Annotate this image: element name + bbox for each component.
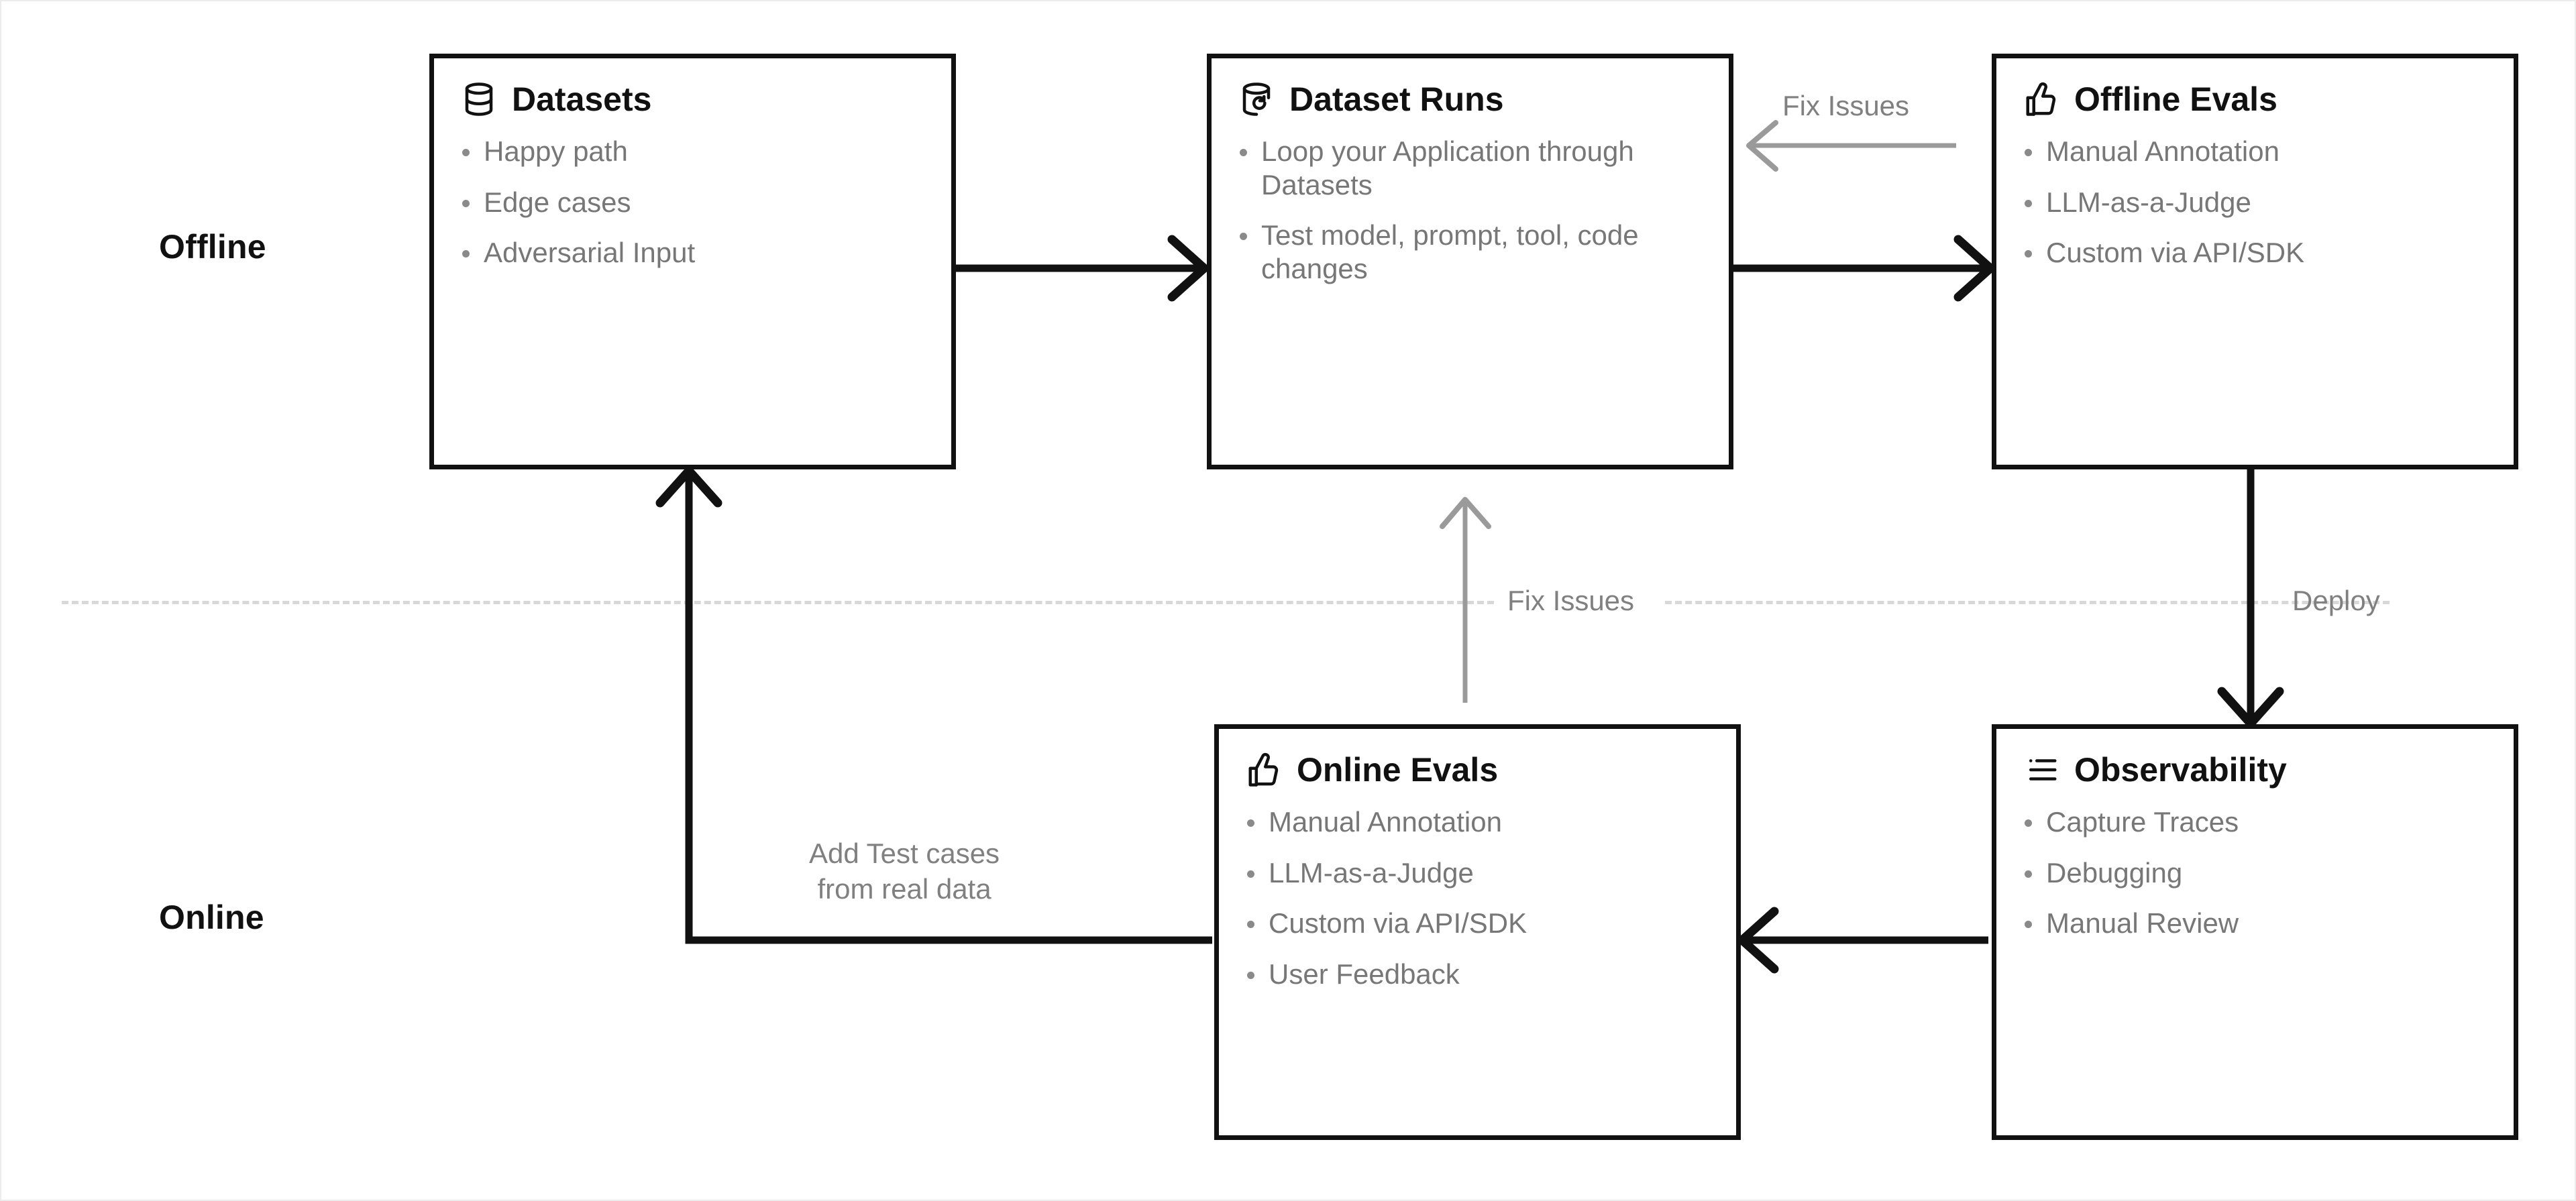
edge-label-fix-issues-top: Fix Issues: [1782, 90, 1910, 121]
node-dataset-runs-title: Dataset Runs: [1289, 80, 1504, 118]
node-observability-header: Observability: [1996, 729, 2514, 788]
node-datasets-title: Datasets: [512, 80, 652, 118]
node-online-evals-list: Manual Annotation LLM-as-a-Judge Custom …: [1219, 805, 1736, 990]
section-label-offline: Offline: [159, 228, 266, 266]
thumbs-up-icon: [2023, 81, 2059, 117]
list-item: Manual Annotation: [2025, 135, 2493, 168]
offline-online-divider-right: [1665, 601, 2390, 604]
list-item: Capture Traces: [2025, 805, 2493, 839]
node-dataset-runs-header: Dataset Runs: [1212, 58, 1729, 117]
list-item: Happy path: [462, 135, 931, 168]
list-item: Manual Review: [2025, 907, 2493, 940]
node-online-evals[interactable]: Online Evals Manual Annotation LLM-as-a-…: [1214, 724, 1741, 1140]
node-dataset-runs-list: Loop your Application through Datasets T…: [1212, 135, 1729, 285]
list-item: Debugging: [2025, 856, 2493, 890]
database-refresh-icon: [1238, 81, 1275, 117]
list-item: Custom via API/SDK: [1247, 907, 1716, 940]
edge-label-add-test-cases-line2: from real data: [817, 872, 991, 905]
node-offline-evals-header: Offline Evals: [1996, 58, 2514, 117]
edge-observability-to-online-evals: [1737, 907, 1988, 974]
edge-datasets-to-dataset-runs: [956, 235, 1209, 302]
node-online-evals-title: Online Evals: [1297, 751, 1499, 789]
list-item: Loop your Application through Datasets: [1240, 135, 1709, 201]
edge-label-add-test-cases: Add Test cases from real data: [809, 836, 1000, 907]
list-item: Manual Annotation: [1247, 805, 1716, 839]
database-icon: [461, 81, 497, 117]
list-item: Custom via API/SDK: [2025, 236, 2493, 270]
node-datasets-list: Happy path Edge cases Adversarial Input: [434, 135, 951, 270]
node-offline-evals-title: Offline Evals: [2074, 80, 2277, 118]
node-offline-evals[interactable]: Offline Evals Manual Annotation LLM-as-a…: [1992, 54, 2518, 469]
node-observability-list: Capture Traces Debugging Manual Review: [1996, 805, 2514, 940]
thumbs-up-icon: [1246, 752, 1282, 788]
offline-online-divider-left: [62, 601, 1494, 604]
list-item: LLM-as-a-Judge: [2025, 186, 2493, 219]
node-online-evals-header: Online Evals: [1219, 729, 1736, 788]
node-observability-title: Observability: [2074, 751, 2287, 789]
edge-offline-evals-to-dataset-runs: [1746, 120, 1956, 172]
edge-offline-evals-to-observability: [2217, 469, 2284, 728]
list-item: LLM-as-a-Judge: [1247, 856, 1716, 890]
section-label-online: Online: [159, 899, 264, 936]
list-item: User Feedback: [1247, 958, 1716, 991]
list-item: Adversarial Input: [462, 236, 931, 270]
node-dataset-runs[interactable]: Dataset Runs Loop your Application throu…: [1207, 54, 1733, 469]
list-item: Edge cases: [462, 186, 931, 219]
node-offline-evals-list: Manual Annotation LLM-as-a-Judge Custom …: [1996, 135, 2514, 270]
node-datasets[interactable]: Datasets Happy path Edge cases Adversari…: [429, 54, 956, 469]
list-item: Test model, prompt, tool, code changes: [1240, 219, 1709, 285]
list-icon: [2023, 752, 2059, 788]
divider-label-deploy: Deploy: [2292, 585, 2380, 616]
divider-label-fix-issues: Fix Issues: [1507, 585, 1635, 616]
edge-dataset-runs-to-offline-evals: [1733, 235, 1995, 302]
node-observability[interactable]: Observability Capture Traces Debugging M…: [1992, 724, 2518, 1140]
node-datasets-header: Datasets: [434, 58, 951, 117]
edge-label-add-test-cases-line1: Add Test cases: [809, 838, 1000, 869]
